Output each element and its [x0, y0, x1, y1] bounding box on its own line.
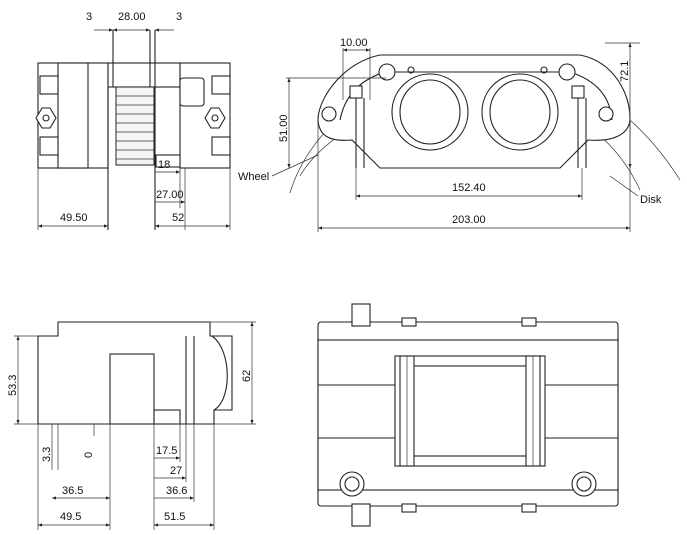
dim-side-152: 152.40: [452, 182, 486, 194]
dim-front-52: 52: [172, 212, 184, 224]
dim-bl-27: 27: [170, 465, 182, 477]
piston-right: [481, 73, 559, 151]
plan-tab-top: [351, 303, 371, 327]
bolt-side-right-icon: [598, 106, 614, 122]
pad-stack: [115, 86, 155, 166]
label-wheel: Wheel: [238, 171, 269, 183]
dim-bl-62: 62: [241, 370, 253, 382]
dim-bl-36a: 36.5: [62, 485, 83, 497]
dim-bl-36b: 36.6: [166, 485, 187, 497]
left-tab-top: [39, 75, 59, 95]
label-disk: Disk: [640, 194, 662, 206]
right-foot: [155, 154, 181, 168]
plan-hole-right-icon: [571, 471, 597, 497]
plan-hole-left-icon: [339, 471, 365, 497]
dim-front-49: 49.50: [60, 212, 88, 224]
top-view-step: [153, 409, 181, 425]
piston-left: [391, 73, 469, 151]
pin-top-right: [540, 66, 548, 74]
bridge-top: [107, 62, 181, 88]
guide-right-top: [571, 85, 585, 99]
dim-bl-49: 49.5: [60, 511, 81, 523]
dim-side-10: 10.00: [340, 37, 368, 49]
bolt-side-left-icon: [321, 106, 337, 122]
right-bolt-hole: [211, 114, 219, 122]
pad-frame-inner: [404, 365, 536, 457]
dim-side-72: 72.1: [619, 61, 631, 82]
left-housing-inner: [57, 62, 89, 169]
dim-bl-0: 0: [83, 452, 95, 458]
dim-front-18: 18: [158, 159, 170, 171]
pad-guide-lines: [355, 98, 587, 168]
left-bolt-hole: [42, 114, 50, 122]
top-view-slot: [109, 353, 155, 425]
dim-front-width-top: 28.00: [118, 11, 146, 23]
dim-side-203: 203.00: [452, 214, 486, 226]
side-view: 10.00 72.1 51.00 152.40 203.00 Wheel Dis…: [238, 37, 681, 232]
bolt-top-left-icon: [378, 63, 396, 81]
dim-bl-53: 53.3: [7, 375, 19, 396]
right-piston-cap: [179, 77, 205, 107]
bottom-left-view: 53.3 62 3.3 0 17.5 27 36.6 51.5 36.5 49.…: [7, 321, 256, 530]
guide-left-top: [349, 85, 363, 99]
pin-top-left: [407, 66, 415, 74]
dim-front-left-gap: 3: [86, 11, 92, 23]
bottom-right-view: [317, 303, 619, 527]
bolt-top-right-icon: [558, 63, 576, 81]
top-view-rounded: [211, 335, 228, 411]
left-bolt-icon: [35, 107, 57, 129]
left-tab-bottom: [39, 136, 59, 156]
plan-stud-3: [401, 503, 417, 513]
plan-tab-bottom: [351, 503, 371, 527]
caliper-inner-arc: [339, 71, 613, 121]
pad-ribs: [116, 95, 154, 160]
front-view: 3 28.00 3 18 27.00 49.50 52: [35, 11, 231, 230]
plan-stud-2: [521, 317, 537, 327]
plan-stud-4: [521, 503, 537, 513]
dim-front-right-gap: 3: [176, 11, 182, 23]
dim-front-27: 27.00: [156, 189, 184, 201]
dim-bl-3: 3.3: [41, 447, 53, 462]
right-tab-top: [211, 75, 231, 95]
piston-right-inner: [489, 79, 551, 145]
piston-left-inner: [399, 79, 461, 145]
dim-side-51: 51.00: [278, 114, 290, 142]
dim-bl-17: 17.5: [156, 445, 177, 457]
plan-stud-1: [401, 317, 417, 327]
right-bolt-icon: [204, 107, 226, 129]
right-tab-bottom: [211, 136, 231, 156]
dim-bl-51: 51.5: [164, 511, 185, 523]
